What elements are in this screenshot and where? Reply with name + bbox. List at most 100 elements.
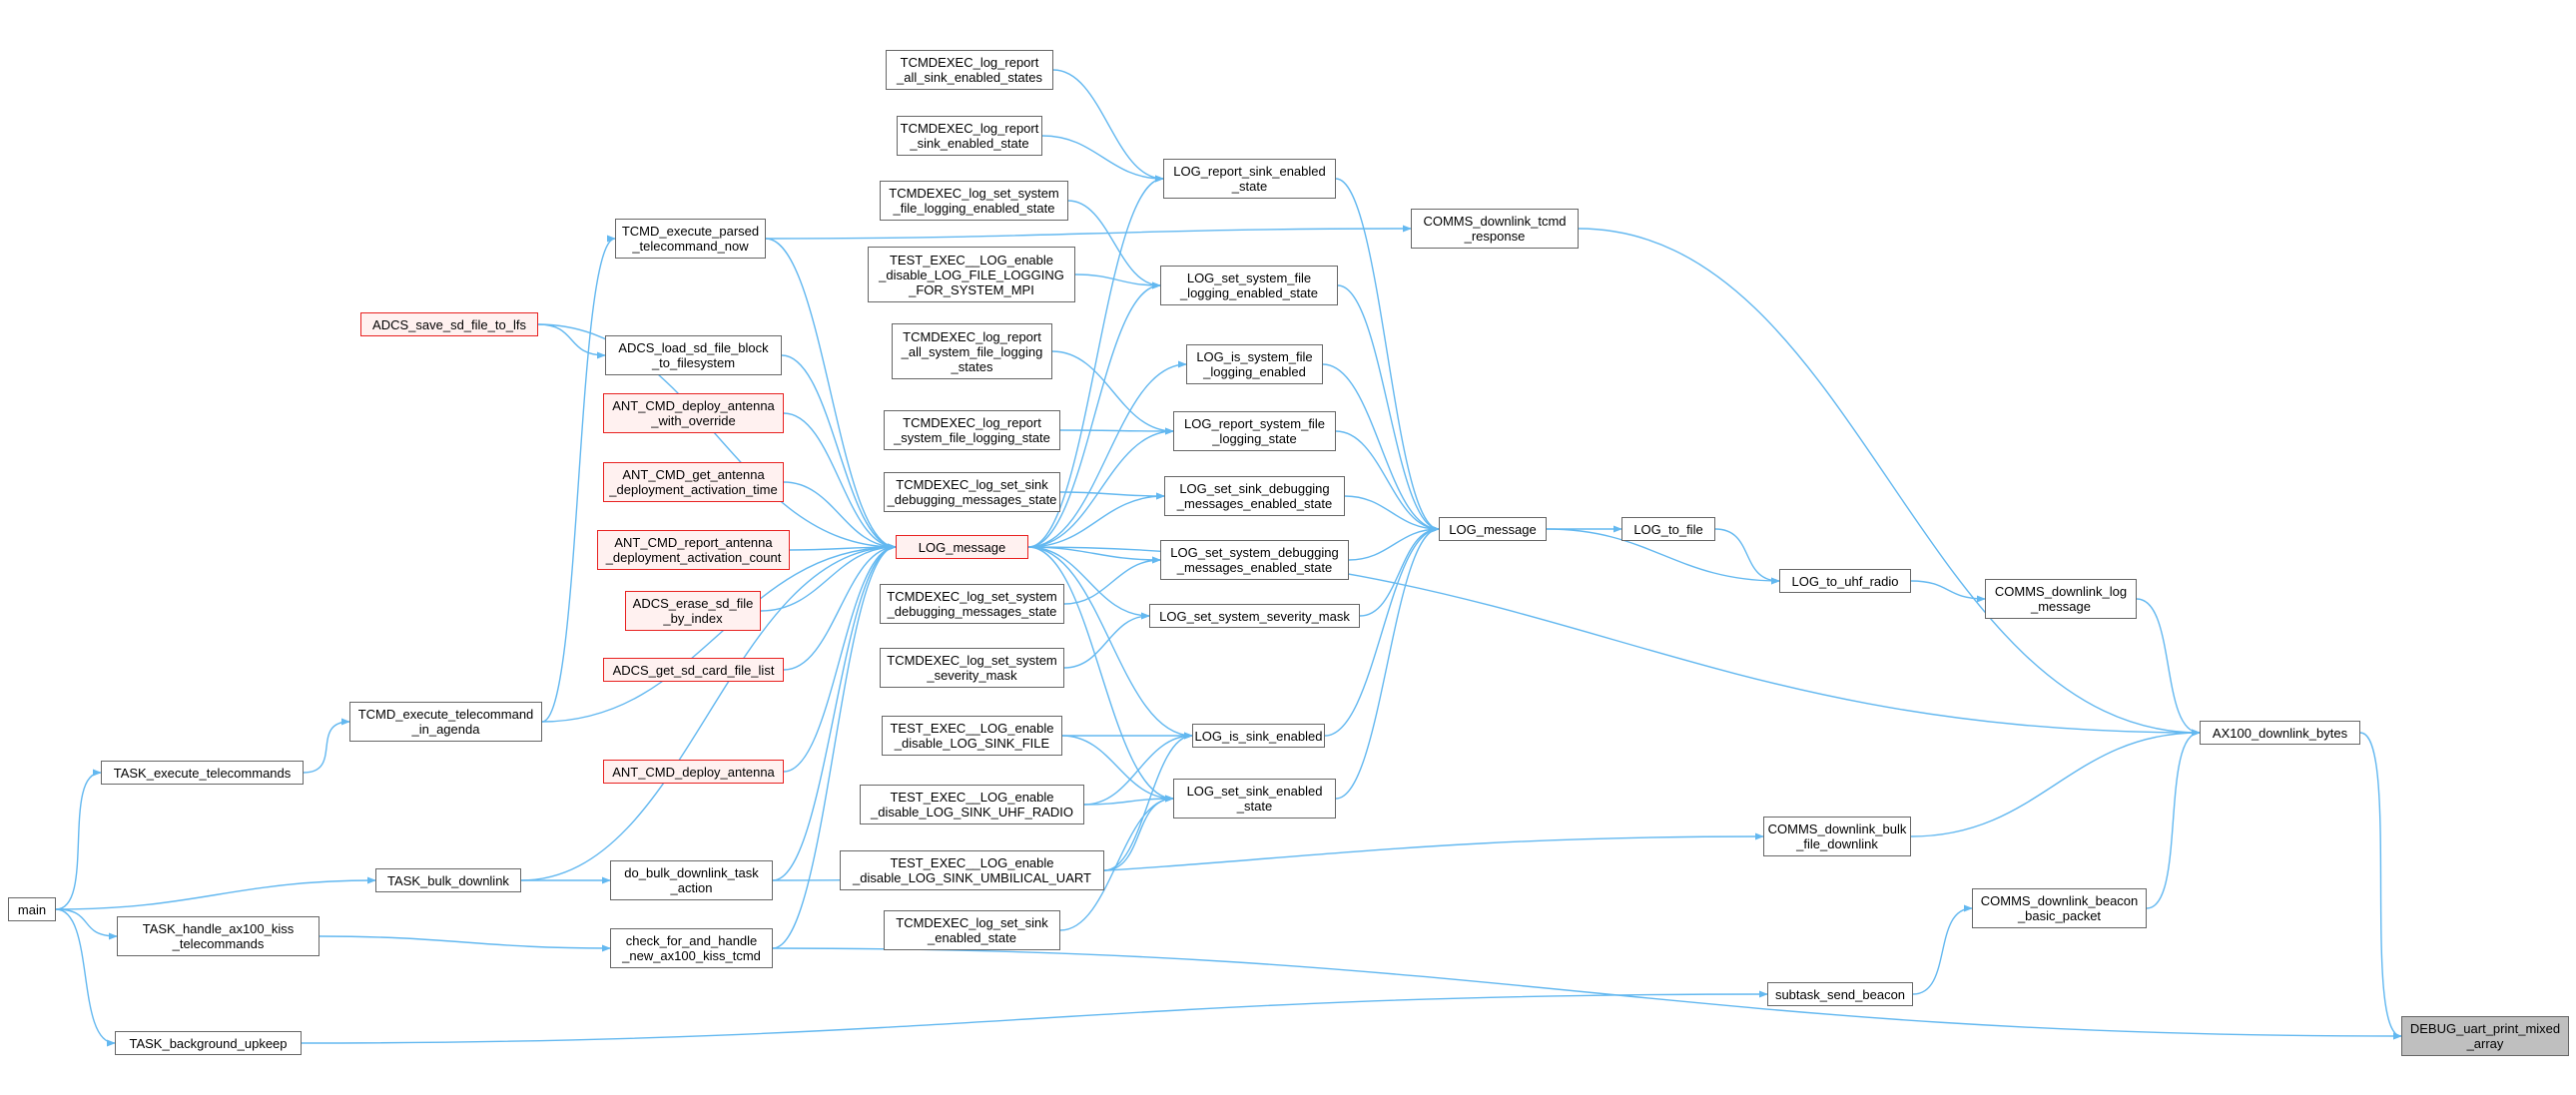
graph-node-tc-set-sink[interactable]: TCMDEXEC_log_set_sink _enabled_state [884, 910, 1060, 950]
call-edge-log_rep_sysfile-to-log_message [1335, 430, 1440, 533]
graph-node-adcs-get[interactable]: ADCS_get_sd_card_file_list [603, 658, 784, 682]
graph-node-te-sink-uhf[interactable]: TEST_EXEC__LOG_enable _disable_LOG_SINK_… [860, 785, 1084, 824]
graph-node-log-uhf[interactable]: LOG_to_uhf_radio [1779, 569, 1911, 593]
call-edge-log_set_sysfile-to-log_message [1337, 284, 1440, 533]
call-edge-task_bg-to-subtask_beacon [301, 990, 1768, 1044]
graph-node-comms-tcmd[interactable]: COMMS_downlink_tcmd _response [1411, 209, 1579, 249]
graph-node-log-set-sysdbg[interactable]: LOG_set_system_debugging _messages_enabl… [1160, 540, 1349, 580]
graph-node-log-set-sysfile[interactable]: LOG_set_system_file _logging_enabled_sta… [1160, 266, 1338, 305]
call-edge-tc_sysfile_state-to-log_rep_sysfile [1059, 427, 1174, 435]
call-edge-tc_all_sink-to-log_rep_sink [1052, 69, 1164, 183]
call-edge-comms_bulk-to-ax100 [1910, 729, 2201, 837]
call-edge-log_set_sinkdbg-to-log_message [1344, 495, 1440, 533]
call-edge-comms_log-to-ax100 [2136, 598, 2201, 737]
call-edge-adcs_get-to-log_message_red [783, 543, 897, 671]
call-edge-log_file-to-log_uhf [1714, 528, 1780, 585]
call-edge-te_filelog-to-log_set_sysfile [1074, 274, 1161, 289]
graph-node-comms-beacon[interactable]: COMMS_downlink_beacon _basic_packet [1972, 888, 2147, 928]
call-edge-log_message_red-to-log_is_sink [1027, 546, 1193, 740]
call-edge-adcs_load-to-log_message_red [781, 354, 897, 551]
call-edge-tc_set_sink-to-log_set_sink [1059, 795, 1174, 931]
graph-node-tc-sys-sev[interactable]: TCMDEXEC_log_set_system _severity_mask [880, 648, 1064, 688]
call-edge-check_kiss-to-log_message_red [772, 543, 897, 949]
graph-node-log-message[interactable]: LOG_message [1439, 517, 1547, 541]
call-edge-log_message_red-to-log_is_sysfile [1027, 360, 1187, 548]
call-edge-tc_sys_sev-to-log_set_sev [1063, 612, 1150, 669]
call-edge-task_exec-to-tcmd_agenda [303, 718, 350, 774]
call-edge-log_message_red-to-log_set_sysdbg [1027, 546, 1161, 564]
call-edge-te_sink_file-to-log_set_sink [1061, 735, 1174, 803]
graph-node-te-sink-file[interactable]: TEST_EXEC__LOG_enable _disable_LOG_SINK_… [882, 716, 1062, 756]
graph-node-tcmd-parsed[interactable]: TCMD_execute_parsed _telecommand_now [615, 219, 766, 259]
call-edge-adcs_save-to-log_message_red [537, 323, 897, 551]
graph-node-ant-deploy[interactable]: ANT_CMD_deploy_antenna [603, 760, 784, 784]
call-edge-te_sink_uhf-to-log_is_sink [1083, 732, 1193, 806]
graph-node-task-exec[interactable]: TASK_execute_telecommands [101, 761, 304, 785]
graph-node-adcs-load[interactable]: ADCS_load_sd_file_block _to_filesystem [605, 335, 782, 375]
call-edge-log_set_sysdbg-to-log_message [1348, 525, 1440, 561]
graph-node-adcs-erase[interactable]: ADCS_erase_sd_file _by_index [625, 591, 761, 631]
graph-node-tcmd-agenda[interactable]: TCMD_execute_telecommand _in_agenda [349, 702, 542, 742]
call-edge-ant_report-to-log_message_red [789, 543, 897, 551]
call-edge-comms_beacon-to-ax100 [2146, 729, 2201, 909]
graph-node-tc-sink-debug[interactable]: TCMDEXEC_log_set_sink _debugging_message… [884, 472, 1060, 512]
graph-node-tc-sys-debug[interactable]: TCMDEXEC_log_set_system _debugging_messa… [880, 584, 1064, 624]
graph-node-log-set-sinkdbg[interactable]: LOG_set_sink_debugging _messages_enabled… [1164, 476, 1345, 516]
graph-node-log-is-sysfile[interactable]: LOG_is_system_file _logging_enabled [1186, 344, 1323, 384]
call-edge-tc_set_sysfile-to-log_set_sysfile [1067, 200, 1161, 289]
call-edge-check_kiss-to-debug_root [772, 947, 2402, 1040]
graph-node-check-kiss[interactable]: check_for_and_handle _new_ax100_kiss_tcm… [610, 928, 773, 968]
call-edge-log_set_sev-to-log_message [1359, 525, 1440, 617]
graph-node-task-bg[interactable]: TASK_background_upkeep [115, 1031, 302, 1055]
graph-node-log-message-red[interactable]: LOG_message [896, 535, 1028, 559]
graph-node-log-rep-sysfile[interactable]: LOG_report_system_file _logging_state [1173, 411, 1336, 451]
call-edge-adcs_save-to-adcs_load [537, 323, 606, 359]
call-edge-log_message_red-to-log_rep_sysfile [1027, 427, 1174, 548]
graph-node-log-set-sev[interactable]: LOG_set_system_severity_mask [1149, 604, 1360, 628]
call-edge-task_kiss-to-check_kiss [319, 935, 611, 952]
call-edge-log_is_sink-to-log_message [1324, 525, 1440, 737]
call-edge-ant_deploy-to-log_message_red [783, 543, 897, 773]
graph-node-tc-all-sysfile[interactable]: TCMDEXEC_log_report _all_system_file_log… [892, 323, 1052, 379]
graph-node-log-file[interactable]: LOG_to_file [1621, 517, 1715, 541]
call-edge-tcmd_parsed-to-log_message_red [765, 238, 897, 551]
graph-node-ant-override[interactable]: ANT_CMD_deploy_antenna _with_override [603, 393, 784, 433]
call-edge-log_message_red-to-log_rep_sink [1027, 175, 1164, 548]
graph-node-te-filelog[interactable]: TEST_EXEC__LOG_enable _disable_LOG_FILE_… [868, 247, 1075, 302]
graph-node-log-rep-sink[interactable]: LOG_report_sink_enabled _state [1163, 159, 1336, 199]
graph-node-main[interactable]: main [8, 897, 56, 921]
graph-node-ax100[interactable]: AX100_downlink_bytes [2200, 721, 2360, 745]
call-edge-tc_sys_debug-to-log_set_sysdbg [1063, 556, 1161, 605]
graph-node-do-bulk[interactable]: do_bulk_downlink_task _action [610, 860, 773, 900]
call-edge-do_bulk-to-log_message_red [772, 543, 897, 881]
call-edge-ant_override-to-log_message_red [783, 412, 897, 551]
graph-node-debug-root: DEBUG_uart_print_mixed _array [2401, 1016, 2569, 1056]
graph-node-tc-set-sysfile[interactable]: TCMDEXEC_log_set_system _file_logging_en… [880, 181, 1068, 221]
graph-node-tc-all-sink[interactable]: TCMDEXEC_log_report _all_sink_enabled_st… [886, 50, 1053, 90]
graph-node-task-bulk[interactable]: TASK_bulk_downlink [375, 868, 521, 892]
graph-node-log-set-sink[interactable]: LOG_set_sink_enabled _state [1173, 779, 1336, 819]
graph-node-comms-bulk[interactable]: COMMS_downlink_bulk _file_downlink [1763, 817, 1911, 856]
call-edge-log_message_red-to-log_set_sev [1027, 546, 1150, 620]
graph-node-tc-sink-state[interactable]: TCMDEXEC_log_report _sink_enabled_state [897, 116, 1042, 156]
graph-node-tc-sysfile-state[interactable]: TCMDEXEC_log_report _system_file_logging… [884, 410, 1060, 450]
call-edge-te_sink_uart-to-log_set_sink [1103, 795, 1174, 871]
call-edge-ant_get-to-log_message_red [783, 481, 897, 551]
graph-node-subtask-beacon[interactable]: subtask_send_beacon [1767, 982, 1913, 1006]
graph-node-log-is-sink[interactable]: LOG_is_sink_enabled [1192, 724, 1325, 748]
call-edge-tcmd_agenda-to-log_message_red [541, 543, 897, 723]
call-edge-log_set_sink-to-log_message [1335, 525, 1440, 800]
graph-node-ant-report[interactable]: ANT_CMD_report_antenna _deployment_activ… [597, 530, 790, 570]
call-edge-log_rep_sink-to-log_message [1335, 178, 1440, 533]
graph-node-ant-get[interactable]: ANT_CMD_get_antenna _deployment_activati… [603, 462, 784, 502]
graph-node-adcs-save[interactable]: ADCS_save_sd_file_to_lfs [360, 312, 538, 336]
call-edge-comms_tcmd-to-ax100 [1578, 228, 2201, 737]
call-edge-subtask_beacon-to-comms_beacon [1912, 904, 1973, 995]
call-edge-tcmd_agenda-to-tcmd_parsed [541, 235, 616, 723]
call-edge-te_sink_uhf-to-log_set_sink [1083, 795, 1174, 806]
graph-node-task-kiss[interactable]: TASK_handle_ax100_kiss _telecommands [117, 916, 320, 956]
graph-node-comms-log[interactable]: COMMS_downlink_log _message [1985, 579, 2137, 619]
graph-node-te-sink-uart[interactable]: TEST_EXEC__LOG_enable _disable_LOG_SINK_… [840, 850, 1104, 890]
